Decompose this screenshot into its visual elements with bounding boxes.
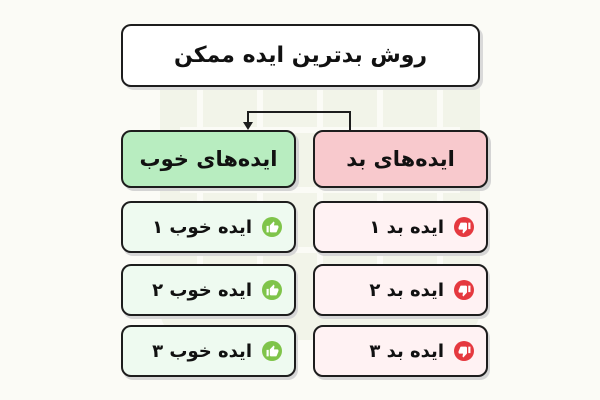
good-idea-item: ایده خوب ۳ — [121, 325, 296, 377]
thumbs-down-icon — [454, 217, 474, 237]
thumbs-up-icon — [262, 280, 282, 300]
bad-idea-item: ایده بد ۳ — [313, 325, 488, 377]
good-idea-item: ایده خوب ۱ — [121, 201, 296, 253]
thumbs-up-icon — [262, 341, 282, 361]
thumbs-down-icon — [454, 341, 474, 361]
page-title: روش بدترین ایده ممکن — [121, 24, 480, 87]
thumbs-up-icon — [262, 217, 282, 237]
good-idea-item: ایده خوب ۲ — [121, 264, 296, 316]
bad-idea-label: ایده بد ۱ — [369, 216, 444, 238]
bad-idea-item: ایده بد ۲ — [313, 264, 488, 316]
bad-idea-label: ایده بد ۲ — [369, 279, 444, 301]
bad-idea-label: ایده بد ۳ — [369, 340, 444, 362]
good-idea-label: ایده خوب ۲ — [152, 279, 252, 301]
bad-ideas-header: ایده‌های بد — [313, 130, 488, 188]
thumbs-down-icon — [454, 280, 474, 300]
good-ideas-header: ایده‌های خوب — [121, 130, 296, 188]
good-idea-label: ایده خوب ۳ — [152, 340, 252, 362]
good-idea-label: ایده خوب ۱ — [152, 216, 252, 238]
bad-idea-item: ایده بد ۱ — [313, 201, 488, 253]
